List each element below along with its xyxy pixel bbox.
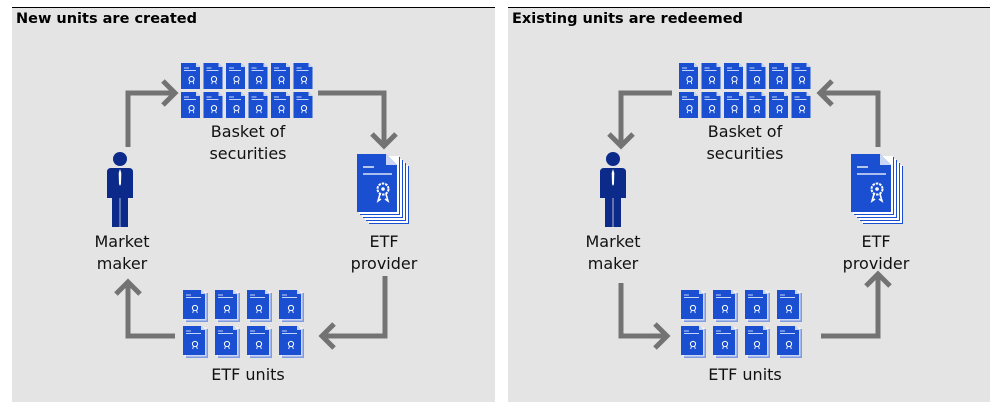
etf-provider-doc-icon bbox=[851, 154, 903, 224]
security-doc-icon bbox=[769, 92, 788, 118]
etf-unit-doc-icon bbox=[777, 290, 802, 322]
etf-units-icon bbox=[183, 290, 304, 358]
security-doc-icon bbox=[293, 92, 313, 118]
etf-unit-doc-icon bbox=[279, 290, 304, 322]
etf-unit-doc-icon bbox=[681, 326, 706, 358]
security-doc-icon bbox=[293, 63, 313, 89]
security-doc-icon bbox=[203, 63, 223, 89]
etf-unit-doc-icon bbox=[183, 326, 208, 358]
maker-label-line1: Market bbox=[585, 232, 641, 251]
market-maker-person-icon bbox=[107, 152, 133, 227]
panel-title: Existing units are redeemed bbox=[512, 11, 743, 27]
units-label: ETF units bbox=[211, 365, 285, 384]
security-doc-icon bbox=[679, 92, 698, 118]
security-doc-icon bbox=[271, 92, 290, 118]
security-doc-icon bbox=[746, 92, 766, 118]
security-doc-icon bbox=[724, 92, 743, 118]
security-doc-icon bbox=[701, 92, 721, 118]
security-doc-icon bbox=[248, 92, 268, 118]
provider-label-line2: provider bbox=[842, 254, 910, 273]
security-doc-icon bbox=[271, 63, 290, 89]
provider-label-line2: provider bbox=[350, 254, 418, 273]
provider-label-line1: ETF bbox=[861, 232, 891, 251]
etf-unit-doc-icon bbox=[215, 290, 240, 322]
basket-label-line2: securities bbox=[209, 144, 287, 163]
security-doc-icon bbox=[791, 63, 811, 89]
security-doc-icon bbox=[226, 92, 245, 118]
units-label: ETF units bbox=[708, 365, 782, 384]
basket-label-line2: securities bbox=[706, 144, 784, 163]
security-doc-icon bbox=[248, 63, 268, 89]
arrow-provider-to-basket bbox=[816, 79, 881, 147]
arrow-provider-to-units bbox=[318, 276, 388, 350]
security-doc-icon bbox=[679, 63, 698, 89]
maker-label: Market maker bbox=[571, 231, 655, 275]
basket-label: Basket of securities bbox=[186, 121, 310, 165]
etf-unit-doc-icon bbox=[713, 326, 738, 358]
basket-label-line1: Basket of bbox=[210, 122, 286, 141]
maker-label-line1: Market bbox=[94, 232, 150, 251]
provider-label: ETF provider bbox=[340, 231, 428, 275]
maker-label-line2: maker bbox=[587, 254, 639, 273]
security-doc-icon bbox=[226, 63, 245, 89]
basket-label: Basket of securities bbox=[683, 121, 807, 165]
market-maker-person-icon bbox=[600, 152, 626, 227]
etf-unit-doc-icon bbox=[279, 326, 304, 358]
arrow-basket-to-maker bbox=[607, 90, 672, 150]
etf-provider-doc-icon bbox=[357, 154, 409, 224]
etf-unit-doc-icon bbox=[713, 290, 738, 322]
etf-unit-doc-icon bbox=[183, 290, 208, 322]
arrow-maker-to-basket bbox=[125, 79, 179, 147]
security-doc-icon bbox=[181, 92, 200, 118]
etf-unit-doc-icon bbox=[215, 326, 240, 358]
basket-label-line1: Basket of bbox=[707, 122, 783, 141]
etf-unit-doc-icon bbox=[247, 326, 272, 358]
arrow-units-to-maker bbox=[114, 278, 175, 339]
etf-unit-doc-icon bbox=[777, 326, 802, 358]
security-doc-icon bbox=[724, 63, 743, 89]
security-doc-icon bbox=[746, 63, 766, 89]
security-doc-icon bbox=[769, 63, 788, 89]
basket-of-securities-icon bbox=[181, 63, 313, 118]
etf-unit-doc-icon bbox=[681, 290, 706, 322]
security-doc-icon bbox=[203, 92, 223, 118]
provider-label: ETF provider bbox=[832, 231, 920, 275]
arrow-maker-to-units bbox=[618, 283, 671, 350]
arrow-basket-to-provider bbox=[318, 90, 398, 150]
etf-units-icon bbox=[681, 290, 802, 358]
etf-unit-doc-icon bbox=[247, 290, 272, 322]
etf-unit-doc-icon bbox=[745, 290, 770, 322]
provider-label-line1: ETF bbox=[369, 232, 399, 251]
basket-of-securities-icon bbox=[679, 63, 811, 118]
security-doc-icon bbox=[791, 92, 811, 118]
security-doc-icon bbox=[181, 63, 200, 89]
etf-unit-doc-icon bbox=[745, 326, 770, 358]
security-doc-icon bbox=[701, 63, 721, 89]
maker-label-line2: maker bbox=[96, 254, 148, 273]
panel-title: New units are created bbox=[16, 11, 197, 27]
maker-label: Market maker bbox=[80, 231, 164, 275]
arrow-units-to-provider bbox=[821, 270, 892, 339]
